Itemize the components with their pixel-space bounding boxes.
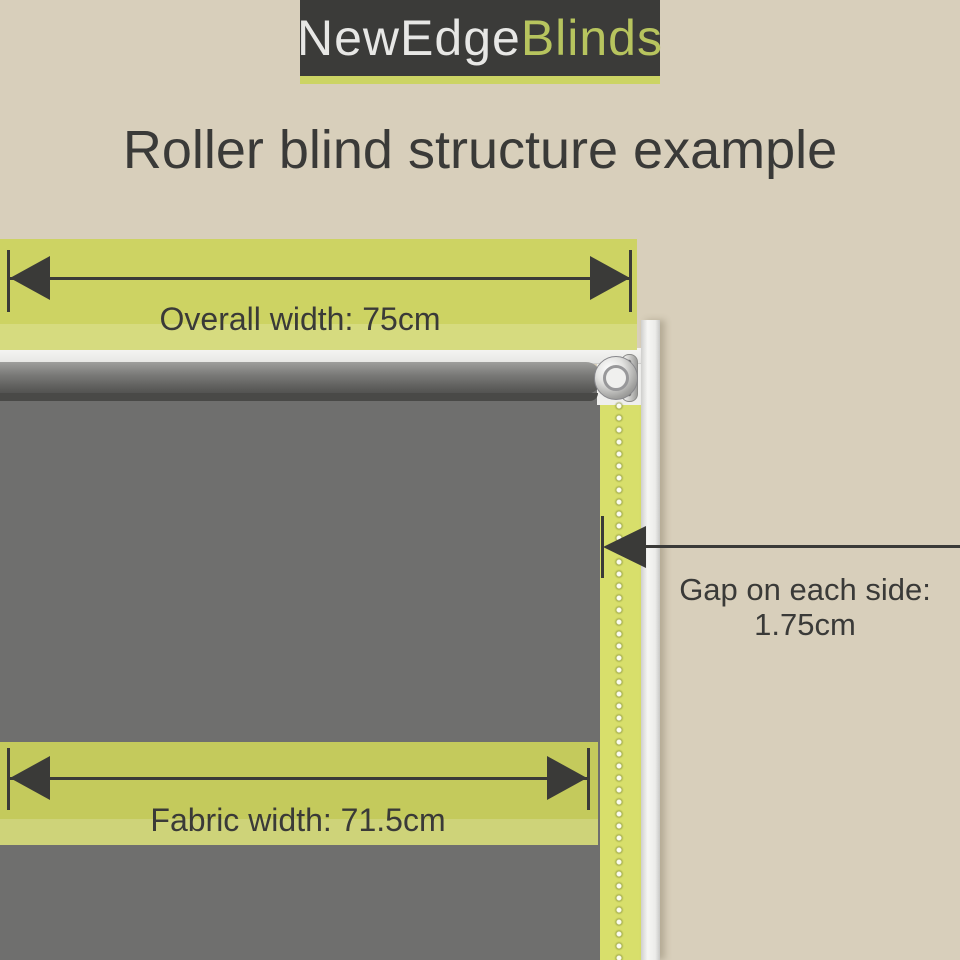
- roller-end-cap-hub: [603, 365, 629, 391]
- brand-name-primary: NewEdge: [297, 10, 521, 66]
- arrowhead-left-icon: [10, 756, 50, 800]
- fabric-width-band: Fabric width: 71.5cm: [0, 742, 598, 845]
- brand-logo: NewEdgeBlinds: [297, 0, 663, 76]
- measure-line: [10, 777, 588, 780]
- blind-fabric: [0, 380, 600, 960]
- band-highlight: [0, 819, 598, 845]
- window-frame-side: [641, 320, 660, 960]
- measure-tick-right: [587, 748, 590, 810]
- arrowhead-right-icon: [590, 256, 630, 300]
- brand-logo-text: NewEdgeBlinds: [297, 13, 663, 63]
- gap-label-line1: Gap on each side:: [679, 572, 931, 607]
- bead-chain: [609, 400, 629, 960]
- gap-arrowhead-left-icon: [603, 526, 646, 568]
- brand-underline: [300, 76, 660, 84]
- gap-label-line2: 1.75cm: [754, 607, 856, 642]
- measure-tick-left: [7, 748, 10, 810]
- gap-measure-tick: [601, 516, 604, 578]
- roller-tube-shadow: [0, 393, 598, 401]
- gap-measure-line: [645, 545, 960, 548]
- measure-line: [10, 277, 630, 280]
- overall-width-label: Overall width: 75cm: [159, 301, 441, 337]
- gap-label: Gap on each side: 1.75cm: [650, 572, 960, 642]
- measure-tick-right: [629, 250, 632, 312]
- band-highlight: [0, 324, 637, 350]
- overall-width-band: Overall width: 75cm: [0, 239, 637, 350]
- arrowhead-left-icon: [10, 256, 50, 300]
- arrowhead-right-icon: [547, 756, 587, 800]
- measure-tick-left: [7, 250, 10, 312]
- brand-name-secondary: Blinds: [520, 10, 663, 66]
- page-title: Roller blind structure example: [122, 120, 838, 180]
- fabric-width-label: Fabric width: 71.5cm: [150, 802, 446, 838]
- roller-tube: [0, 362, 601, 394]
